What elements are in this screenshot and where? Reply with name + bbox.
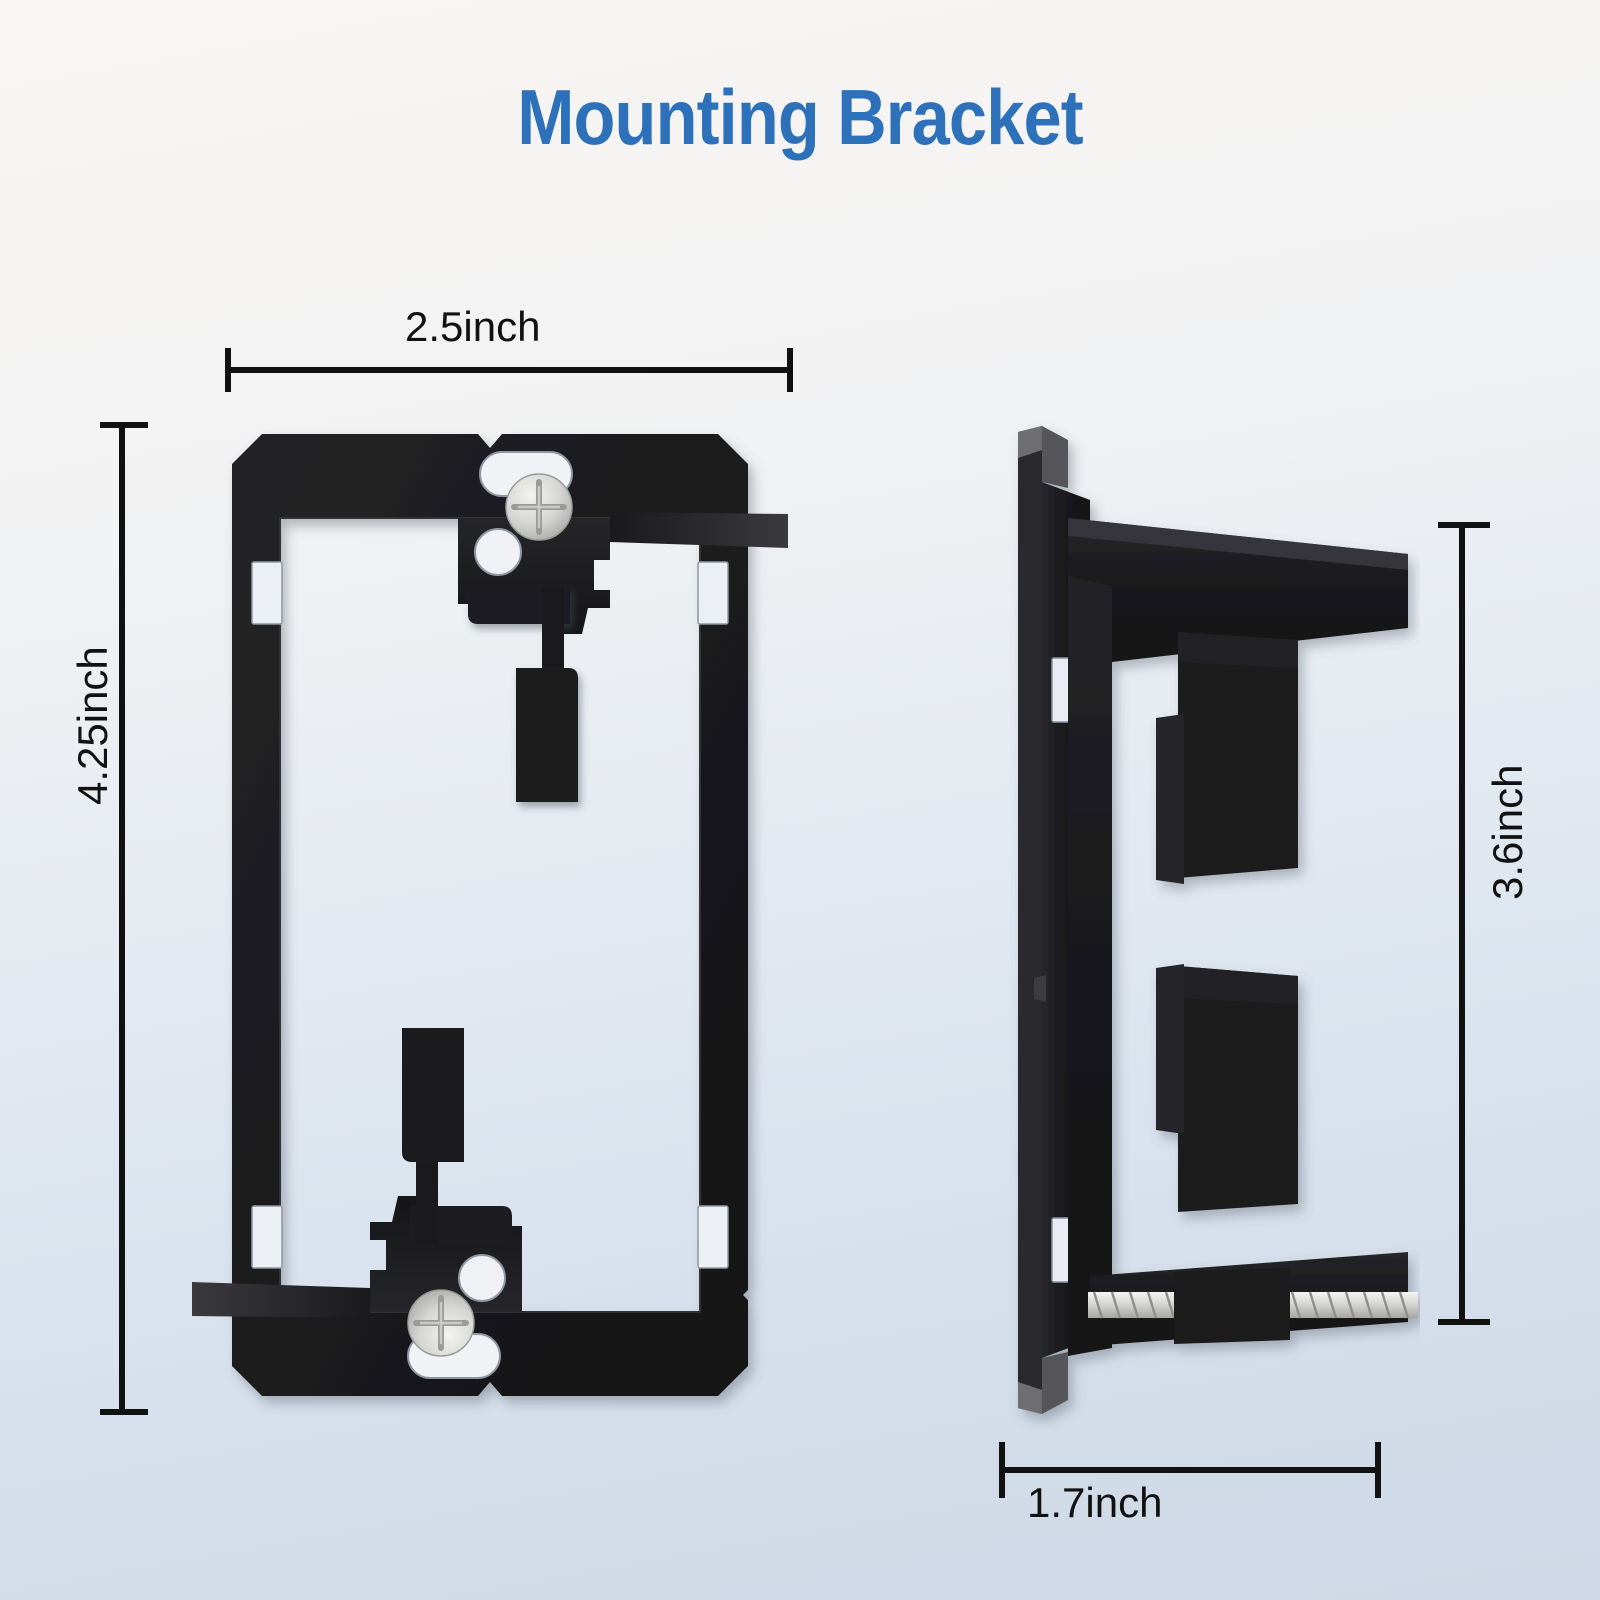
plate-top-chamfer xyxy=(1018,426,1042,458)
lower-flange xyxy=(1178,966,1298,1212)
plate-bottom-tab xyxy=(1042,1352,1068,1414)
edge-notch xyxy=(697,1205,729,1269)
paddle-flange xyxy=(402,1028,464,1162)
upper-flange-lip xyxy=(1156,714,1184,884)
dimension-label-front-width: 2.5inch xyxy=(405,303,541,350)
round-hole xyxy=(474,528,522,576)
frame-window-edge xyxy=(279,517,701,1313)
riser-column xyxy=(1068,520,1112,1356)
upper-flange xyxy=(1178,632,1298,878)
bottom-stem xyxy=(416,1162,438,1244)
upper-flange-top xyxy=(1178,632,1298,668)
edge-notch xyxy=(697,561,729,625)
front-view xyxy=(192,434,788,1396)
phillips-screw-icon xyxy=(407,1289,475,1357)
top-mechanism xyxy=(458,451,788,802)
top-stem xyxy=(542,586,564,668)
top-arm-highlight xyxy=(1068,518,1408,570)
wall-plate-edge xyxy=(1018,426,1042,1414)
dimension-label-side-height: 3.6inch xyxy=(1484,764,1531,900)
round-hole xyxy=(458,1254,506,1302)
phillips-screw-icon xyxy=(505,473,573,541)
tapered-wing xyxy=(192,1282,370,1318)
lower-flange-lip xyxy=(1156,964,1184,1134)
plate-top-tab xyxy=(1042,426,1068,488)
threaded-screw-shaft xyxy=(1088,1268,1418,1344)
dimension-label-side-depth: 1.7inch xyxy=(1027,1479,1163,1526)
lower-flange-top xyxy=(1178,966,1298,1004)
edge-notch-group xyxy=(251,561,729,1269)
page-title: Mounting Bracket xyxy=(517,73,1083,161)
dimension-label-front-height: 4.25inch xyxy=(69,646,116,805)
paddle-flange xyxy=(516,668,578,802)
bottom-mechanism xyxy=(192,1028,522,1379)
screw-boss xyxy=(1174,1268,1290,1344)
plate-bottom-chamfer xyxy=(1018,1382,1042,1414)
plate-mid-nub xyxy=(1034,975,1046,1002)
tapered-wing xyxy=(610,512,788,548)
edge-notch xyxy=(251,561,283,625)
edge-notch xyxy=(251,1205,283,1269)
side-view xyxy=(1018,426,1418,1414)
